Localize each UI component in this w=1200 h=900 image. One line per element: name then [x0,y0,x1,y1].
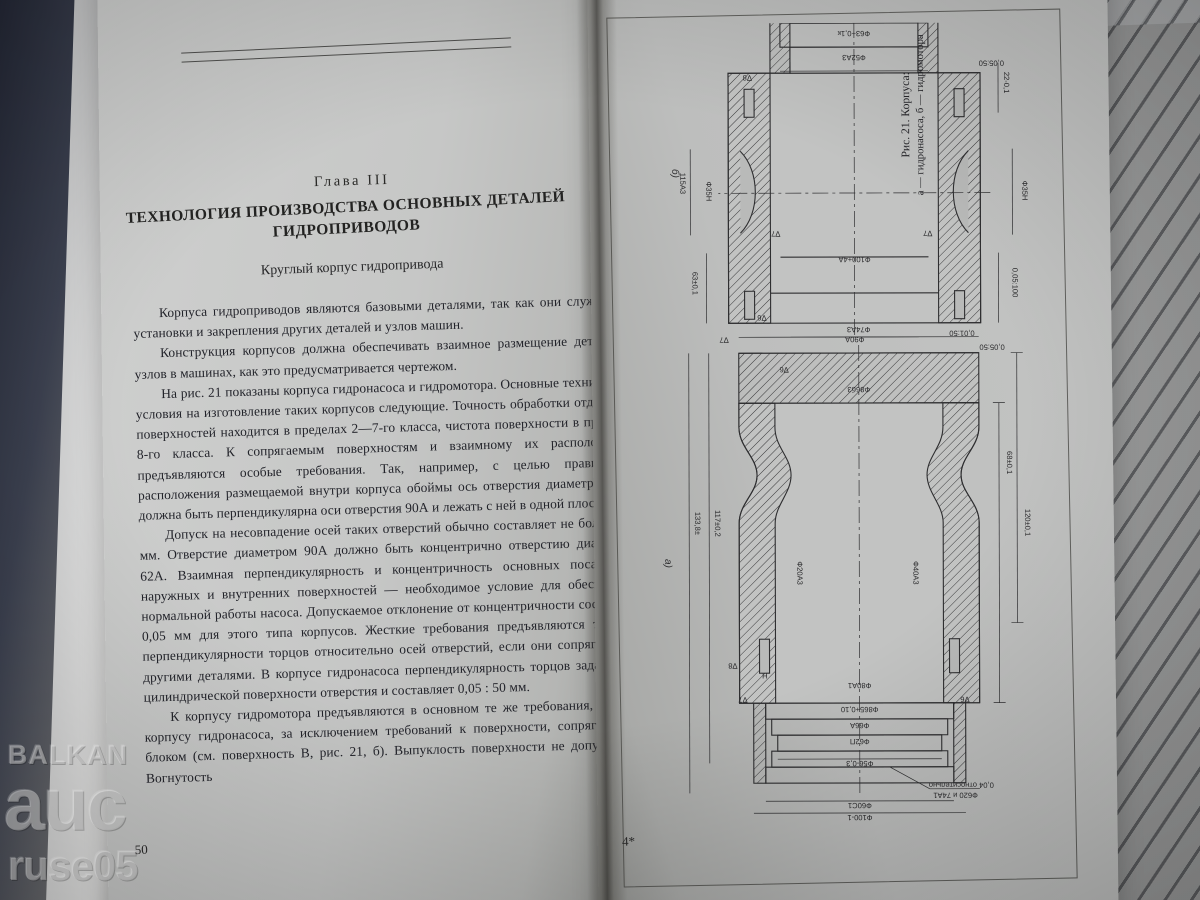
drawing-dimension-labels: Ф100-1 Ф60С1 Ф620 и 74А1 0,04 относитель… [662,0,1032,822]
svg-text:Ф20А3: Ф20А3 [795,561,804,585]
section-title: Круглый корпус гидропривода [260,256,444,279]
svg-text:Ф63+0,1к: Ф63+0,1к [837,29,870,38]
svg-text:∇6: ∇6 [779,365,789,374]
svg-text:117±0,2: 117±0,2 [713,510,722,537]
svg-text:Ф86б3: Ф86б3 [847,385,870,394]
svg-text:22-0,1: 22-0,1 [1002,72,1011,94]
figure-21-technical-drawing: Ф100-1 Ф60С1 Ф620 и 74А1 0,04 относитель… [618,0,1040,824]
svg-text:115А3: 115А3 [678,173,687,194]
figure-caption-sub: а — гидронасоса, б — гидромотора [914,34,927,196]
svg-text:Ф865+0,10: Ф865+0,10 [841,705,879,714]
drawing-part-b [689,0,1013,338]
svg-text:63±0,1: 63±0,1 [691,272,700,295]
svg-text:Н: Н [762,671,768,680]
svg-text:∇8: ∇8 [728,661,738,670]
svg-text:∇8: ∇8 [743,73,753,82]
left-page: Глава III ТЕХНОЛОГИЯ ПРОИЗВОДСТВА ОСНОВН… [97,0,609,900]
body-text: Корпуса гидроприводов являются базовыми … [133,290,609,789]
svg-text:∇7: ∇7 [771,229,781,238]
svg-text:Ф52А3: Ф52А3 [842,53,866,62]
figure-caption: Рис. 21. Корпуса: а — гидронасоса, б — г… [898,0,929,275]
svg-text:б): б) [669,169,681,178]
svg-text:0,05:100: 0,05:100 [1011,268,1020,298]
svg-text:∇7: ∇7 [923,229,933,238]
paragraph: К корпусу гидромотора предъявляются в ос… [144,695,609,786]
svg-text:Ф35Н: Ф35Н [704,182,713,202]
open-book: Глава III ТЕХНОЛОГИЯ ПРОИЗВОДСТВА ОСНОВН… [95,0,1119,900]
svg-text:а): а) [662,559,673,568]
figure-caption-main: Рис. 21. Корпуса: [898,72,913,158]
right-page: Ф100-1 Ф60С1 Ф620 и 74А1 0,04 относитель… [587,0,1119,900]
svg-text:∇7: ∇7 [719,335,729,344]
svg-text:0,05:50: 0,05:50 [979,343,1004,352]
svg-text:Ф620 и 74А1: Ф620 и 74А1 [933,791,978,800]
svg-text:120±0,1: 120±0,1 [1023,509,1032,536]
svg-text:Ф90А: Ф90А [844,335,864,344]
svg-text:Ф80А1: Ф80А1 [848,681,872,690]
svg-text:133,8±: 133,8± [693,512,702,535]
svg-text:Ф62П: Ф62П [850,737,870,746]
paragraph: На рис. 21 показаны корпуса гидронасоса … [135,372,609,523]
svg-text:Ф35Н: Ф35Н [1020,181,1029,201]
svg-text:Ф40А3: Ф40А3 [911,561,920,585]
svg-text:0,04 относительно: 0,04 относительно [929,781,994,790]
engineering-drawing-svg: Ф100-1 Ф60С1 Ф620 и 74А1 0,04 относитель… [662,0,1032,822]
svg-text:Ф60С1: Ф60С1 [848,801,872,810]
svg-text:0,01:50: 0,01:50 [949,329,974,338]
paragraph: Допуск на несовпадение осей таких отверс… [139,514,609,705]
decorative-rule [181,37,512,63]
svg-text:68±0,1: 68±0,1 [1005,451,1014,474]
svg-text:Ф74А3: Ф74А3 [847,325,871,334]
svg-text:∇6: ∇6 [960,695,970,704]
page-number-left: 50 [134,841,148,858]
svg-text:∇7: ∇7 [738,695,748,704]
svg-text:Ф100-1: Ф100-1 [847,813,872,822]
svg-text:∇6: ∇6 [757,313,767,322]
drawing-part-a [688,336,1024,814]
svg-text:Ф100+4А: Ф100+4А [837,255,870,264]
svg-text:Ф66А: Ф66А [849,721,869,730]
svg-text:Ф56-0,3: Ф56-0,3 [846,759,873,768]
svg-text:0,05:50: 0,05:50 [979,59,1004,68]
